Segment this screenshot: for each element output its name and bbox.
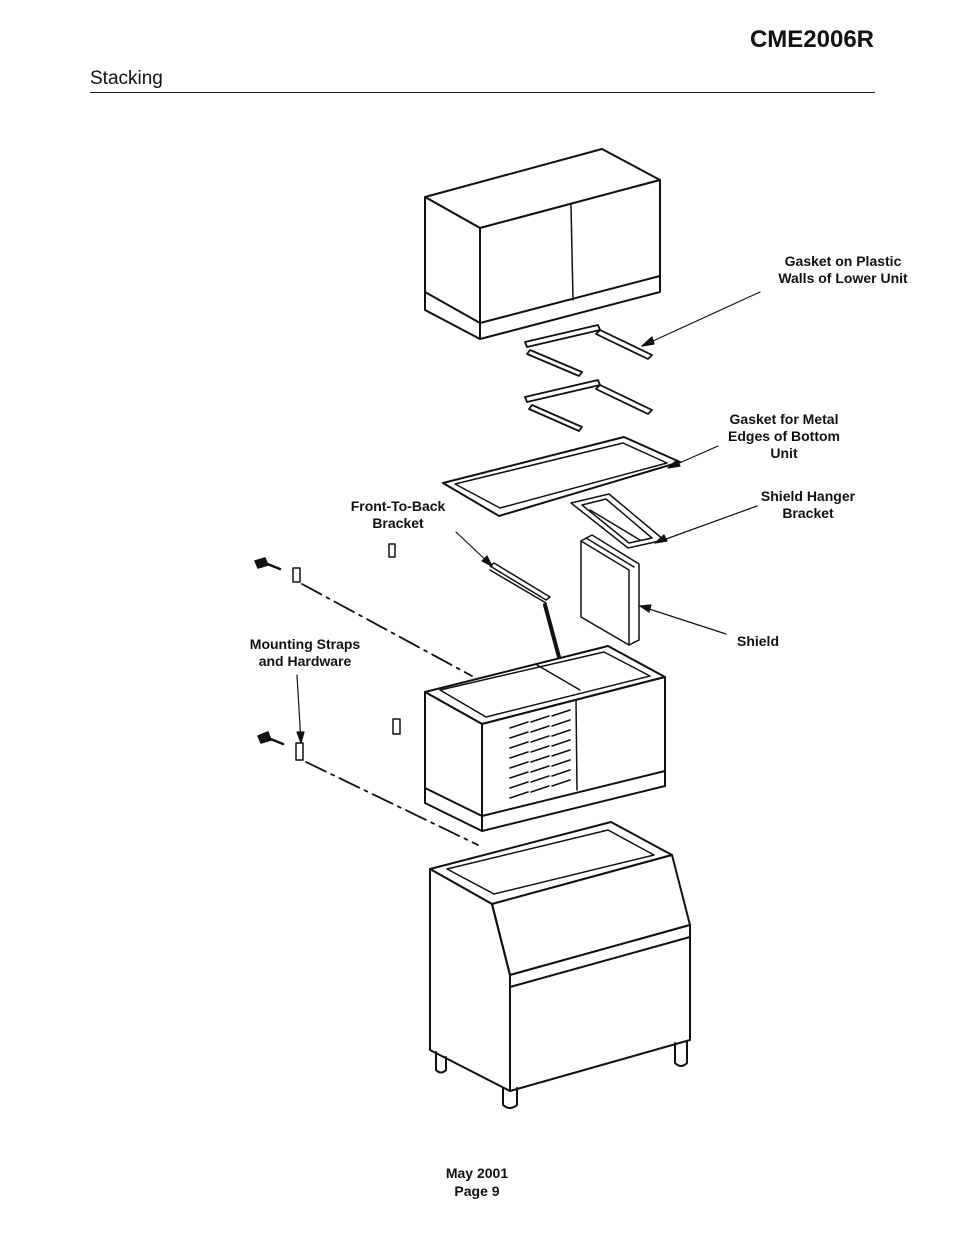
front-to-back-bracket xyxy=(489,562,551,604)
shield-panel xyxy=(580,534,640,646)
callout-gasket-plastic: Gasket on Plastic Walls of Lower Unit xyxy=(778,253,908,286)
section-title: Stacking xyxy=(90,68,163,89)
alignment-lines xyxy=(301,583,479,846)
metal-edge-gasket xyxy=(442,436,681,517)
callout-shield-hanger: Shield Hanger Bracket xyxy=(760,488,856,521)
callout-shield: Shield xyxy=(736,633,779,649)
model-number: CME2006R xyxy=(749,26,874,53)
shield-hanger-bracket xyxy=(570,493,665,549)
callout-front-to-back: Front-To-Back Bracket xyxy=(350,498,446,531)
leader-lines xyxy=(296,291,761,744)
plastic-gasket-strips xyxy=(524,324,653,432)
footer-page-number: Page 9 xyxy=(454,1183,500,1199)
upper-unit xyxy=(424,148,661,340)
footer-date: May 2001 xyxy=(445,1165,509,1181)
callout-mounting-straps: Mounting Straps and Hardware xyxy=(249,636,361,669)
mounting-hardware xyxy=(254,543,401,761)
storage-bin xyxy=(429,821,691,1109)
lower-unit xyxy=(424,645,666,832)
callout-gasket-metal: Gasket for Metal Edges of Bottom Unit xyxy=(728,411,840,461)
header-divider xyxy=(90,92,875,93)
